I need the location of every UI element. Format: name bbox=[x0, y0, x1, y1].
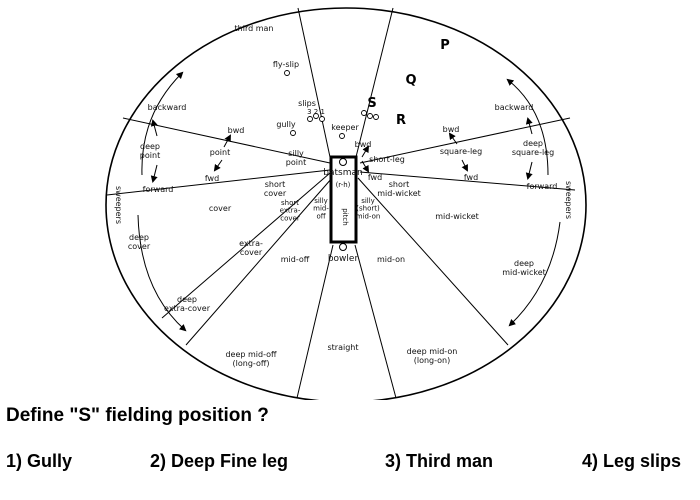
backward-leg-label: backward bbox=[495, 103, 534, 112]
slip-3-dot bbox=[307, 116, 313, 122]
bowler-marker bbox=[339, 243, 347, 251]
pitch-label: pitch bbox=[341, 208, 349, 225]
keeper-label: keeper bbox=[331, 123, 359, 132]
squareleg-fwd-arrow bbox=[461, 159, 468, 172]
fly-slip-dot bbox=[284, 70, 290, 76]
question-text: Define "S" fielding position ? bbox=[6, 405, 269, 426]
gully-dot bbox=[290, 130, 296, 136]
sweepers-left-label: sweepers bbox=[114, 186, 123, 224]
bwd-leg-near-label: bwd bbox=[355, 140, 372, 149]
mid-wicket-label: mid-wicket bbox=[435, 212, 479, 221]
fwd-leg-label: fwd bbox=[464, 173, 478, 182]
deep-mid-on-label: deep mid-on(long-on) bbox=[407, 347, 458, 365]
fielder-dots bbox=[284, 70, 379, 139]
straight-label: straight bbox=[327, 343, 358, 352]
deep-point-fwd-arrow bbox=[150, 164, 158, 183]
marker-q: Q bbox=[405, 73, 416, 88]
s-dot-3 bbox=[373, 114, 379, 120]
point-bwd-arrow bbox=[223, 134, 231, 148]
keeper-dot bbox=[339, 133, 345, 139]
option-2[interactable]: 2) Deep Fine leg bbox=[150, 451, 289, 471]
sweep-arc-left-lower bbox=[137, 214, 187, 332]
right-handed-label: (r-h) bbox=[336, 181, 351, 189]
cover-label: cover bbox=[209, 204, 232, 213]
fwd-leg-near-label: fwd bbox=[368, 173, 382, 182]
extra-cover-label: extra-cover bbox=[239, 239, 263, 257]
option-4[interactable]: 4) Leg slips bbox=[582, 451, 682, 471]
square-leg-label: square-leg bbox=[440, 147, 482, 156]
sweep-arc-right-upper bbox=[506, 78, 549, 176]
deep-mid-off-label: deep mid-off(long-off) bbox=[225, 350, 277, 368]
squareleg-bwd-arrow bbox=[448, 132, 458, 145]
fielder-labels: fly-slip slips 3 2 1 gully keeper bwd po… bbox=[205, 60, 482, 264]
third-man-label: third man bbox=[235, 24, 274, 33]
deep-point-bwd-arrow bbox=[150, 119, 158, 137]
forward-leg-label: forward bbox=[527, 182, 558, 191]
slip-1-dot bbox=[319, 116, 325, 122]
option-3[interactable]: 3) Third man bbox=[385, 451, 494, 471]
marker-s: S bbox=[367, 96, 376, 111]
bowler-label: bowler bbox=[328, 254, 359, 264]
shortleg-bwd-arrow bbox=[361, 145, 370, 158]
short-leg-label: short-leg bbox=[369, 155, 405, 164]
slip-numbers-label: 3 2 1 bbox=[307, 108, 325, 116]
gully-label: gully bbox=[276, 120, 296, 129]
option-1[interactable]: 1) Gully bbox=[6, 451, 73, 471]
s-dot-2 bbox=[367, 113, 373, 119]
point-fwd-arrow bbox=[213, 159, 223, 172]
marker-r: R bbox=[396, 113, 406, 128]
forward-off-label: forward bbox=[143, 185, 174, 194]
direction-arrows bbox=[137, 71, 561, 332]
bwd-leg-label: bwd bbox=[443, 125, 460, 134]
backward-off-label: backward bbox=[148, 103, 187, 112]
fly-slip-label: fly-slip bbox=[273, 60, 299, 69]
deep-squareleg-fwd-arrow bbox=[525, 161, 533, 180]
sweepers-right-label: sweepers bbox=[564, 181, 573, 219]
point-label: point bbox=[210, 148, 230, 157]
marker-p: P bbox=[440, 38, 450, 53]
pitch-strip bbox=[329, 155, 358, 244]
mid-on-label: mid-on bbox=[377, 255, 405, 264]
marker-letters: P Q S R bbox=[367, 38, 449, 128]
shortleg-fwd-arrow bbox=[361, 160, 370, 173]
slips-label: slips bbox=[298, 99, 316, 108]
batsman-label: batsman bbox=[323, 168, 362, 178]
fwd-off-label: fwd bbox=[205, 174, 219, 183]
s-dot-1 bbox=[361, 110, 367, 116]
deep-squareleg-bwd-arrow bbox=[525, 117, 533, 135]
slip-2-dot bbox=[313, 113, 319, 119]
bwd-off-label: bwd bbox=[228, 126, 245, 135]
silly-mid-on-label: silly(short)mid-on bbox=[356, 197, 381, 220]
batsman-marker bbox=[339, 158, 347, 166]
mid-off-label: mid-off bbox=[281, 255, 310, 264]
sweep-arc-right-lower bbox=[508, 221, 561, 327]
